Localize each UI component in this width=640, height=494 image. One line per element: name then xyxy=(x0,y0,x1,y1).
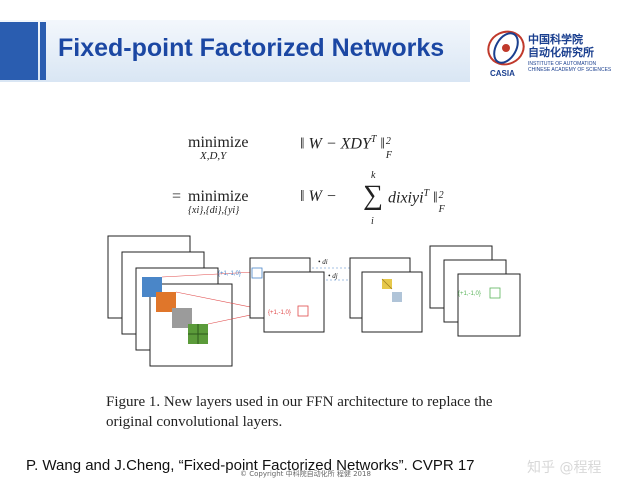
output-layer-3 xyxy=(457,273,521,337)
formula-line2-sub: {xi},{di},{yi} xyxy=(188,205,240,216)
title-accent-bar xyxy=(0,22,38,80)
yellow-patch-diag xyxy=(381,278,393,290)
title-bar xyxy=(0,20,470,82)
formula-line1-expr-body: ‖ W − XDY xyxy=(300,135,371,153)
formula-line2-op: minimize xyxy=(188,188,249,205)
formula-line2-term-body: dixiyi xyxy=(388,189,424,207)
formula-line1-op: minimize xyxy=(188,134,249,151)
formula-sum-symbol: ∑ xyxy=(363,180,383,211)
logo-name-cn-line2: 自动化研究所 xyxy=(528,46,594,59)
logo-name-cn-line1: 中国科学院 xyxy=(528,33,583,46)
formula-line2-prefix: = xyxy=(172,188,182,205)
formula-sum-lower: i xyxy=(371,216,374,227)
logo-name-cn: 中国科学院 自动化研究所 xyxy=(528,33,594,59)
dj-label: • dj xyxy=(328,272,338,280)
logo-emblem-text: CASIA xyxy=(490,69,515,78)
ffn-architecture-figure: {+1,-1,0} {+1,-1,0} • di • dj {+1,-1,0} xyxy=(107,235,521,367)
zhihu-watermark: 知乎 @程程 xyxy=(527,460,602,476)
connect-line-1 xyxy=(161,271,256,278)
slide-title: Fixed-point Factorized Networks xyxy=(58,34,445,62)
casia-logo-icon: CASIA xyxy=(487,30,525,78)
formula-line2-norm-sub: F xyxy=(438,204,445,216)
logo-name-en-line2: CHINESE ACADEMY OF SCIENCES xyxy=(528,67,612,73)
formula-line2-norm-sup: 2 xyxy=(438,190,444,202)
vec3-box xyxy=(489,287,501,299)
formula-line1-norm-sub: F xyxy=(385,150,393,162)
vec2-label: {+1,-1,0} xyxy=(268,310,291,316)
vec2-box xyxy=(297,305,309,317)
formula-line1-norm: ‖ xyxy=(380,135,385,153)
formula-line1-sup: T xyxy=(370,134,377,145)
orange-patch xyxy=(156,292,176,312)
formula-sum-upper: k xyxy=(371,170,376,181)
formula-line2-norm: ‖ xyxy=(433,189,438,207)
mid-layer-2 xyxy=(263,271,325,333)
vec1-box xyxy=(251,267,263,279)
footer-copyright: © Copyright 中科院自动化所 程健 2018 xyxy=(240,470,371,478)
formula-line2-expr: ‖ W − xyxy=(300,188,337,205)
formula-line1-sub: X,D,Y xyxy=(200,150,227,162)
footer-reference: P. Wang and J.Cheng, “Fixed-point Factor… xyxy=(26,457,475,474)
logo-name-en-line1: INSTITUTE OF AUTOMATION xyxy=(528,61,597,67)
figure-caption: Figure 1. New layers used in our FFN arc… xyxy=(106,394,493,430)
light-blue-patch xyxy=(392,292,402,302)
vec3-label: {+1,-1,0} xyxy=(458,291,481,297)
di-label: • di xyxy=(318,258,328,266)
title-accent-stripe xyxy=(40,22,46,80)
formula-line2-sup: T xyxy=(423,188,430,199)
formula-line1-norm-sup: 2 xyxy=(385,136,391,148)
logo-name-en: INSTITUTE OF AUTOMATION CHINESE ACADEMY … xyxy=(528,61,611,73)
gray-patch xyxy=(172,308,192,328)
vec1-label: {+1,-1,0} xyxy=(218,271,241,277)
